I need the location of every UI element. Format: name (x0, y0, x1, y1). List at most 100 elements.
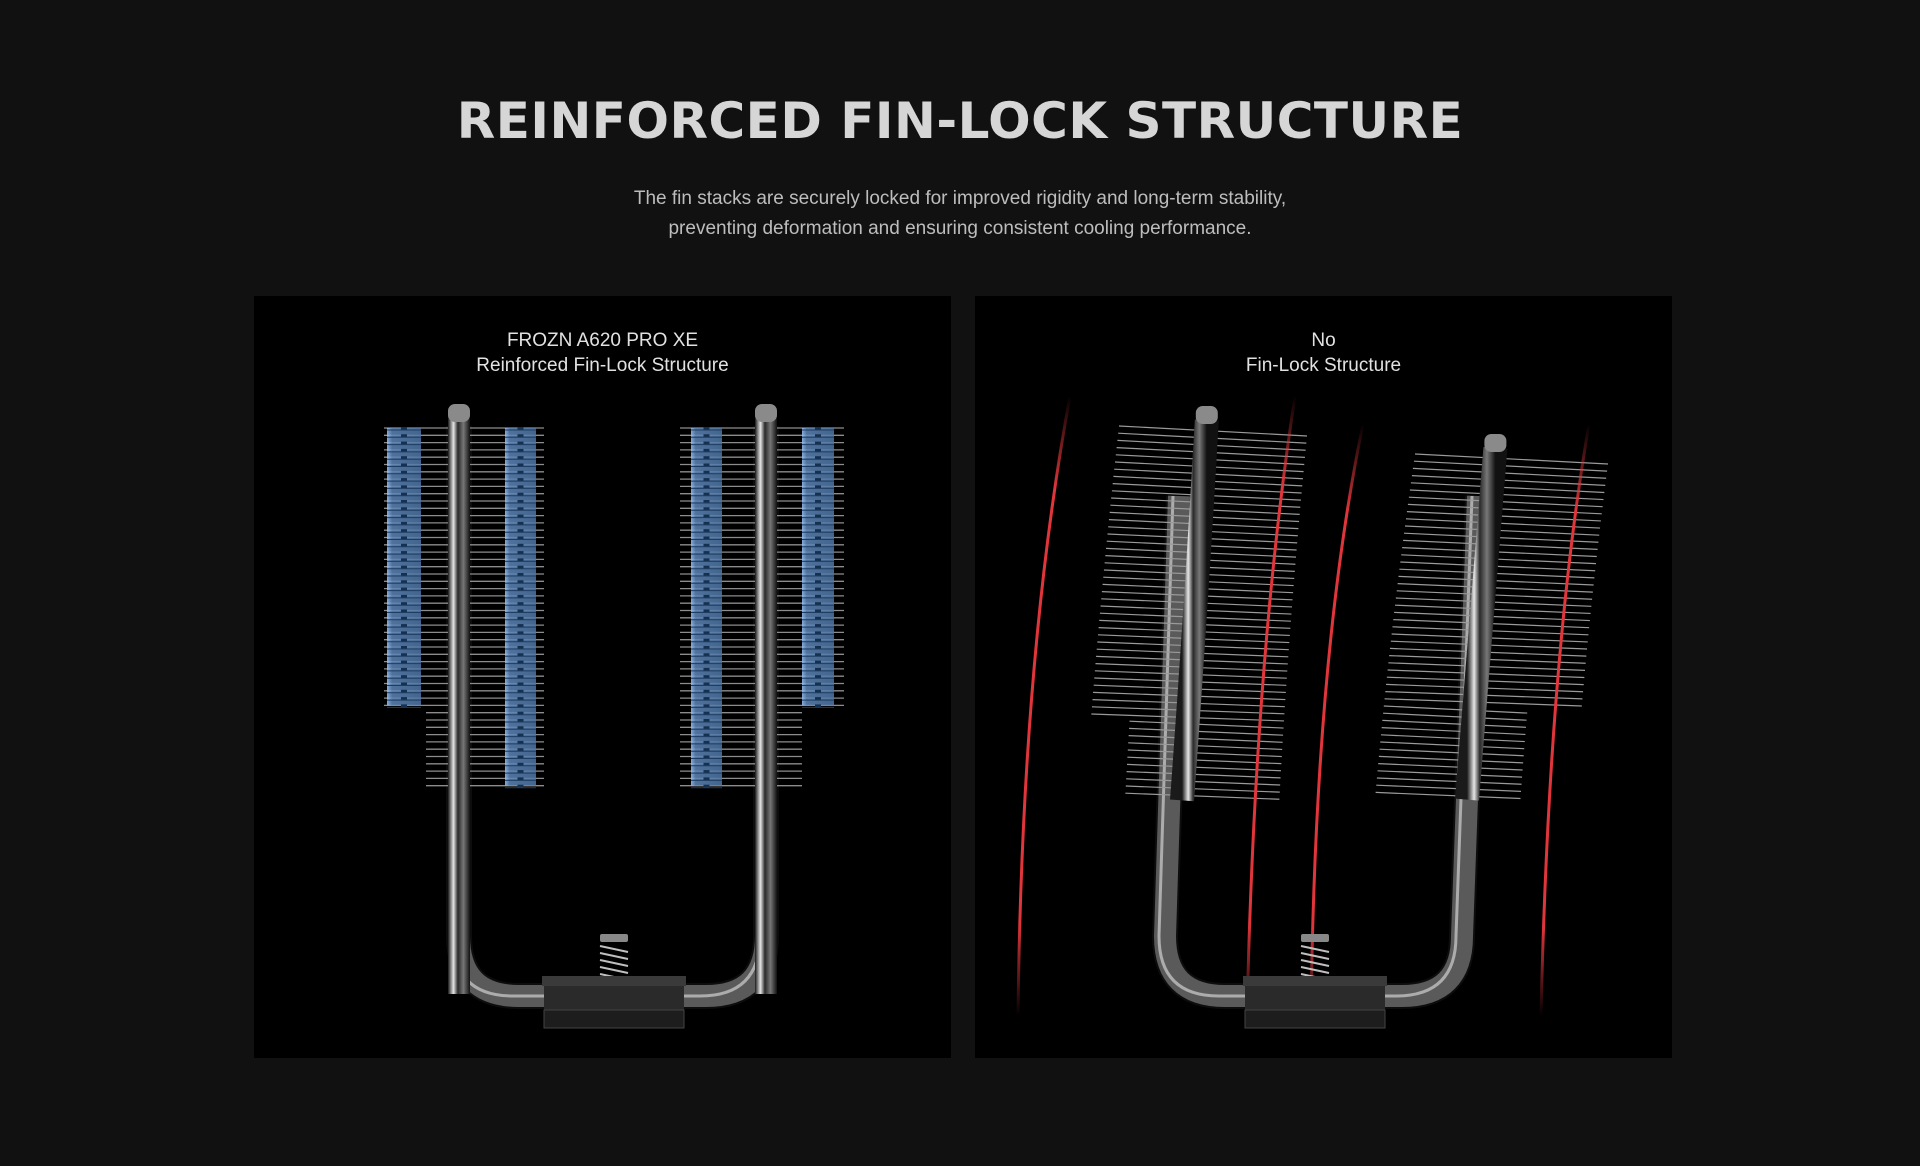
bent-fin (1378, 755, 1524, 764)
fin-lock-notch (703, 682, 710, 686)
bent-fin (1126, 771, 1281, 779)
fin-lock-notch (703, 441, 710, 445)
bent-fin (1376, 777, 1522, 785)
fin-lock-notch (517, 521, 524, 525)
fin-lock-notch (401, 587, 407, 591)
fin-lock-notch (517, 784, 524, 788)
fin-lock-notch (517, 463, 524, 467)
fin-lock-notch (401, 594, 407, 598)
fin-lock-notch (703, 653, 710, 657)
bent-fin (1125, 785, 1280, 793)
fin-lock-notch (703, 624, 710, 628)
fin-lock-notch (703, 748, 710, 752)
caption-feature: Reinforced Fin-Lock Structure (476, 355, 729, 376)
fin-lock-notch (815, 463, 821, 467)
cooler-with-fin-lock-illustration (384, 404, 844, 1029)
fin-lock-notch (815, 514, 821, 518)
fin-lock-notch (703, 631, 710, 635)
fin-lock-notch (703, 434, 710, 438)
spring-coil (599, 945, 629, 953)
heatpipe-vertical (448, 414, 470, 994)
fin-lock-notch (517, 646, 524, 649)
fin-lock-notch (401, 448, 407, 452)
fin-lock-notch (401, 602, 407, 606)
fin-lock-notch (815, 646, 821, 649)
fin-lock-notch (517, 755, 524, 759)
panel-caption: No Fin-Lock Structure (975, 328, 1672, 378)
fin-lock-notch (517, 624, 524, 628)
fin-lock-notch (517, 536, 524, 540)
heatpipe-vertical (1455, 447, 1508, 801)
mount-plate (542, 976, 686, 986)
fin-lock-notch (401, 536, 407, 540)
fin-lock-notch (815, 602, 821, 606)
fin-lock-notch (517, 616, 524, 620)
bent-fin (1128, 735, 1283, 743)
mount-block (1245, 986, 1385, 1010)
fin-lock-notch (517, 448, 524, 452)
fin-lock-notch (401, 551, 407, 555)
fin-lock-notch (517, 500, 524, 503)
spring-coil (1300, 945, 1330, 953)
heatpipe-cap (755, 404, 777, 422)
fin-lock-notch (815, 507, 821, 511)
comparison-panel-no-fin-lock: No Fin-Lock Structure (975, 296, 1672, 1058)
fin-lock-notch (401, 682, 407, 686)
fin-lock-notch (517, 514, 524, 518)
bent-fin (1380, 734, 1525, 743)
spring-coil (1300, 952, 1330, 960)
cooler-without-fin-lock-illustration (1016, 395, 1609, 1029)
fin-lock-notch (815, 682, 821, 686)
fin-lock-notch (703, 500, 710, 503)
comparison-panel-fin-lock: FROZN A620 PRO XE Reinforced Fin-Lock St… (254, 296, 951, 1058)
spring-coil (599, 959, 629, 967)
bent-fin (1414, 453, 1609, 465)
bent-fin (1375, 791, 1521, 800)
bent-fin (1411, 475, 1606, 486)
fin-lock-notch (703, 507, 710, 511)
fin-lock-notch (815, 624, 821, 628)
bent-fin (1376, 784, 1522, 792)
fin-lock-notch (517, 478, 524, 482)
fin-lock-notch (815, 543, 821, 547)
bent-fin (1129, 727, 1284, 736)
fin-lock-notch (401, 478, 407, 482)
fin-lock-notch (401, 653, 407, 657)
fin-lock-notch (401, 704, 407, 708)
bent-fin (1126, 763, 1281, 772)
fin-lock-notch (815, 594, 821, 598)
fin-lock-notch (815, 448, 821, 452)
fin-lock-band (505, 428, 536, 786)
heatpipe-vertical (1170, 419, 1219, 802)
deformation-outline-left (1016, 395, 1072, 1017)
fin-lock-notch (517, 740, 524, 744)
fin-lock-notch (401, 500, 407, 503)
fin-lock-notch (517, 551, 524, 555)
fin-lock-notch (401, 565, 407, 569)
section-title: REINFORCED FIN-LOCK STRUCTURE (456, 92, 1464, 150)
fin-lock-notch (703, 521, 710, 525)
deformation-outline-right (1245, 395, 1297, 1017)
bent-fin (1404, 525, 1600, 536)
fin-lock-notch (815, 638, 821, 642)
fin-lock-notch (815, 565, 821, 569)
fin-lock-notch (703, 463, 710, 467)
fin-lock-notch (401, 434, 407, 438)
fin-lock-notch (703, 456, 710, 460)
caption-line-2: Fin-Lock Structure (1245, 355, 1402, 376)
fin-lock-notch (401, 485, 407, 489)
fin-lock-notch (815, 427, 821, 430)
fin-lock-notch (517, 762, 524, 766)
fin-lock-notch (517, 704, 524, 708)
fin-lock-notch (703, 660, 710, 664)
fin-lock-notch (517, 573, 524, 576)
fin-lock-notch (517, 456, 524, 460)
fin-lock-notch (517, 587, 524, 591)
fin-lock-notch (703, 427, 710, 430)
fin-lock-notch (703, 616, 710, 620)
fin-lock-notch (401, 573, 407, 576)
deformation-outline-left (1309, 423, 1365, 1017)
fin-lock-notch (815, 558, 821, 562)
fin-lock-notch (815, 456, 821, 460)
bent-fin (1128, 742, 1283, 751)
